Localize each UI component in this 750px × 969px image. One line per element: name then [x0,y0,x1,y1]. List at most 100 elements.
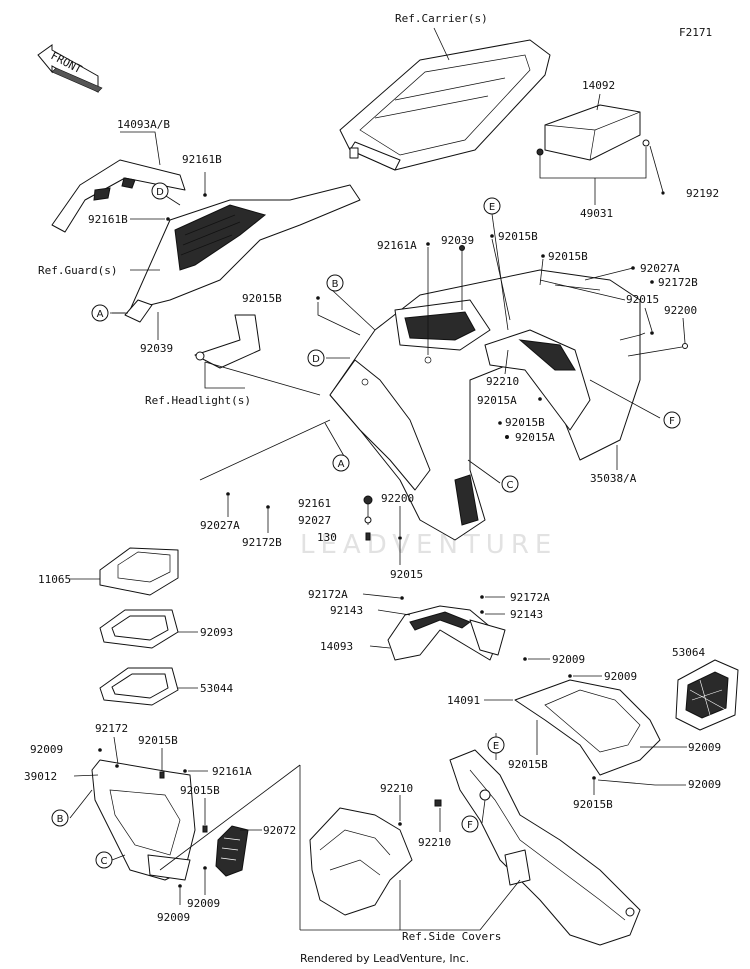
part-92015b-label-8: 92015B [180,784,220,797]
svg-text:B: B [57,814,64,825]
ref-side-covers-label: Ref.Side Covers [402,930,501,943]
part-92143-label-2: 92143 [510,608,543,621]
part-92009-label-5: 92009 [30,743,63,756]
watermark: LEADVENTURE [300,530,557,560]
part-92015a-label-2: 92015A [515,431,555,444]
part-49031-label: 49031 [580,207,613,220]
part-39012-label: 39012 [24,770,57,783]
callout-f-2: F [461,815,479,833]
part-14091-label: 14091 [447,694,480,707]
ref-carrier-label: Ref.Carrier(s) [395,12,488,25]
part-92210-label-2: 92210 [380,782,413,795]
part-92039-label-2: 92039 [441,234,474,247]
callout-c-1: C [501,475,519,493]
part-92015b-label-6: 92015B [573,798,613,811]
part-92027-label: 92027 [298,514,331,527]
part-130-label: 130 [317,531,337,544]
side-cover-left-part [309,807,413,916]
part-92210-label-3: 92210 [418,836,451,849]
part-92093-label: 92093 [200,626,233,639]
part-92200-label-1: 92200 [664,304,697,317]
diagram-code: F2171 [679,26,712,39]
part-92210-label-1: 92210 [486,375,519,388]
callout-a-1: A [91,304,109,322]
callout-b-1: B [326,274,344,292]
part-92200-label-2: 92200 [381,492,414,505]
ref-headlight-label: Ref.Headlight(s) [145,394,251,407]
svg-text:F: F [669,416,675,427]
headlight-bracket-part [194,314,261,369]
grille-53064-part [675,659,739,731]
callout-a-2: A [332,454,350,472]
part-92161b-label-1: 92161B [182,153,222,166]
part-14093ab-label: 14093A/B [117,118,170,131]
part-92009-label-2: 92009 [604,670,637,683]
part-11065-label: 11065 [38,573,71,586]
gasket-53044-part [99,667,179,706]
callout-e-1: E [483,197,501,215]
part-92015b-label-2: 92015B [548,250,588,263]
part-92161b-label-2: 92161B [88,213,128,226]
svg-text:B: B [332,279,339,290]
footer-credit: Rendered by LeadVenture, Inc. [300,952,469,965]
part-92009-label-6: 92009 [187,897,220,910]
part-92172a-label-2: 92172A [510,591,550,604]
part-92172-label: 92172 [95,722,128,735]
svg-text:C: C [101,856,108,867]
svg-text:E: E [493,741,499,752]
part-92172b-label-1: 92172B [658,276,698,289]
part-92015a-label-1: 92015A [477,394,517,407]
callout-f-1: F [663,411,681,429]
part-92009-label-3: 92009 [688,741,721,754]
part-92015b-label-3: 92015B [242,292,282,305]
callout-d-2: D [307,349,325,367]
part-92161-label: 92161 [298,497,331,510]
part-53044-label: 53044 [200,682,233,695]
carrier-part [339,39,551,171]
guard-part [124,184,361,323]
part-92192-label: 92192 [686,187,719,200]
part-92072-label: 92072 [263,824,296,837]
part-14093-label: 14093 [320,640,353,653]
part-92161a-label-1: 92161A [377,239,417,252]
part-35038a-label: 35038/A [590,472,637,485]
side-cover-right-part [449,749,641,946]
callout-d-1: D [151,182,169,200]
part-92039-label-1: 92039 [140,342,173,355]
front-arrow-icon: FRONT [37,44,103,93]
part-92161a-label-2: 92161A [212,765,252,778]
svg-text:A: A [97,309,104,320]
part-92015b-label-1: 92015B [498,230,538,243]
bracket-14093ab-part [51,159,186,233]
part-92015b-label-7: 92015B [138,734,178,747]
cover-14093-part [387,605,506,661]
seal-92093-part [99,609,179,649]
rear-fender-part [329,269,641,541]
pad-part [536,104,650,161]
part-92009-label-1: 92009 [552,653,585,666]
part-92009-label-4: 92009 [688,778,721,791]
part-92172a-label-1: 92172A [308,588,348,601]
svg-text:D: D [312,354,320,365]
part-92027a-label-2: 92027A [200,519,240,532]
part-53064-label: 53064 [672,646,705,659]
part-92015-label-1: 92015 [626,293,659,306]
svg-text:C: C [507,480,514,491]
part-92027a-label-1: 92027A [640,262,680,275]
part-92015b-label-5: 92015B [508,758,548,771]
flap-14091-part [514,679,661,776]
callout-c-2: C [95,851,113,869]
svg-text:E: E [489,202,495,213]
svg-text:A: A [338,459,345,470]
part-92009-label-7: 92009 [157,911,190,924]
part-92015-label-2: 92015 [390,568,423,581]
part-14092-label: 14092 [582,79,615,92]
part-92015b-label-4: 92015B [505,416,545,429]
lid-11065-part [99,547,179,596]
callout-e-2: E [487,736,505,754]
svg-text:D: D [156,187,164,198]
callout-b-2: B [51,809,69,827]
part-92172b-label-2: 92172B [242,536,282,549]
